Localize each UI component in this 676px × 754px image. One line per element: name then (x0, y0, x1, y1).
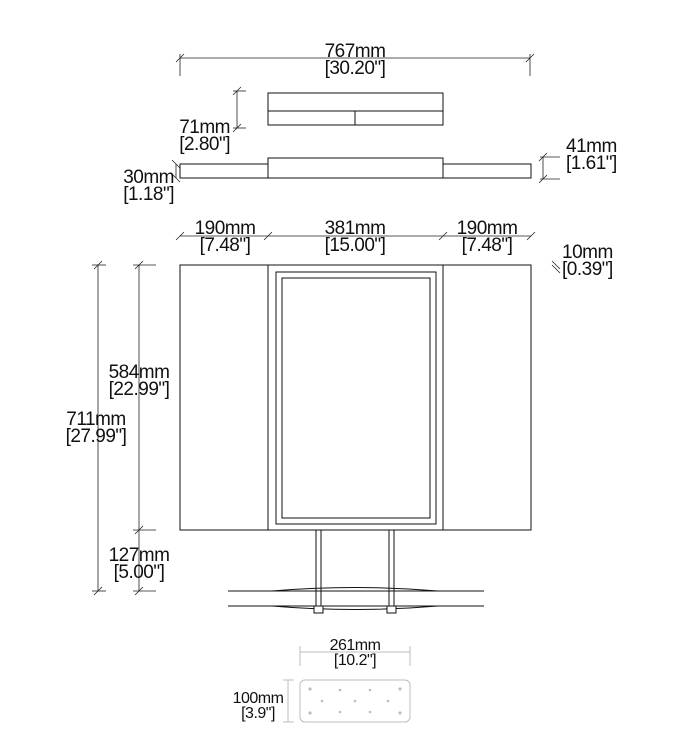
wing-thickness-inch: [1.18"] (123, 184, 174, 205)
wing-thickness-mm: 30mm (123, 167, 174, 188)
center-width-inch: [15.00"] (325, 235, 386, 256)
stand-height-mm: 127mm (109, 545, 170, 566)
panel-height-inch: [22.99"] (109, 379, 170, 400)
left-wing-width-inch: [7.48"] (200, 235, 251, 256)
base-depth-mm: 100mm (233, 690, 284, 707)
frame-border-inch: [0.39"] (562, 259, 613, 280)
top-view-open (179, 157, 532, 179)
total-height-dimension: 711mm [27.99"] (66, 260, 127, 596)
base-depth-inch: [3.9"] (241, 705, 275, 722)
panel-height-dimension: 584mm [22.99"] (109, 260, 170, 535)
frame-border-dimension: 10mm [0.39"] (551, 242, 613, 280)
panel-height-mm: 584mm (109, 362, 170, 383)
top-view-folded (267, 92, 444, 126)
folded-thickness-inch: [1.61"] (566, 153, 617, 174)
wing-thickness-dimension: 30mm [1.18"] (123, 159, 181, 205)
frame-border-mm: 10mm (562, 242, 613, 263)
top-height-inch: [2.80"] (179, 134, 230, 155)
center-width-mm: 381mm (325, 218, 386, 239)
total-height-mm: 711mm (66, 409, 125, 430)
base-width-inch: [10.2"] (334, 652, 376, 669)
total-height-inch: [27.99"] (66, 426, 127, 447)
left-wing-panel (179, 264, 269, 531)
mirror-frame-inner (281, 277, 431, 519)
overall-width-dimension: 767mm [30.20"] (175, 41, 535, 79)
overall-width-mm: 767mm (325, 41, 386, 62)
folded-thickness-mm: 41mm (566, 136, 617, 157)
width-breakdown-dimension: 190mm [7.48"] 381mm [15.00"] 190mm [7.48… (175, 218, 536, 256)
stand-height-dimension: 127mm [5.00"] (109, 530, 170, 596)
right-wing-width-inch: [7.48"] (462, 235, 513, 256)
overall-width-inch: [30.20"] (325, 58, 386, 79)
folded-thickness-dimension: 41mm [1.61"] (538, 136, 617, 184)
right-wing-width-mm: 190mm (457, 218, 518, 239)
center-panel (267, 264, 444, 531)
front-elevation (179, 264, 532, 531)
top-height-mm: 71mm (179, 117, 230, 138)
base-plate-detail: 261mm [10.2"] 100mm [3.9"] (233, 637, 411, 723)
base-width-mm: 261mm (330, 637, 381, 654)
stand (228, 530, 484, 614)
stand-height-inch: [5.00"] (114, 562, 165, 583)
top-height-dimension: 71mm [2.80"] (179, 86, 246, 155)
left-wing-width-mm: 190mm (195, 218, 256, 239)
right-wing-panel (442, 264, 532, 531)
mirror-frame-outer (275, 271, 437, 525)
